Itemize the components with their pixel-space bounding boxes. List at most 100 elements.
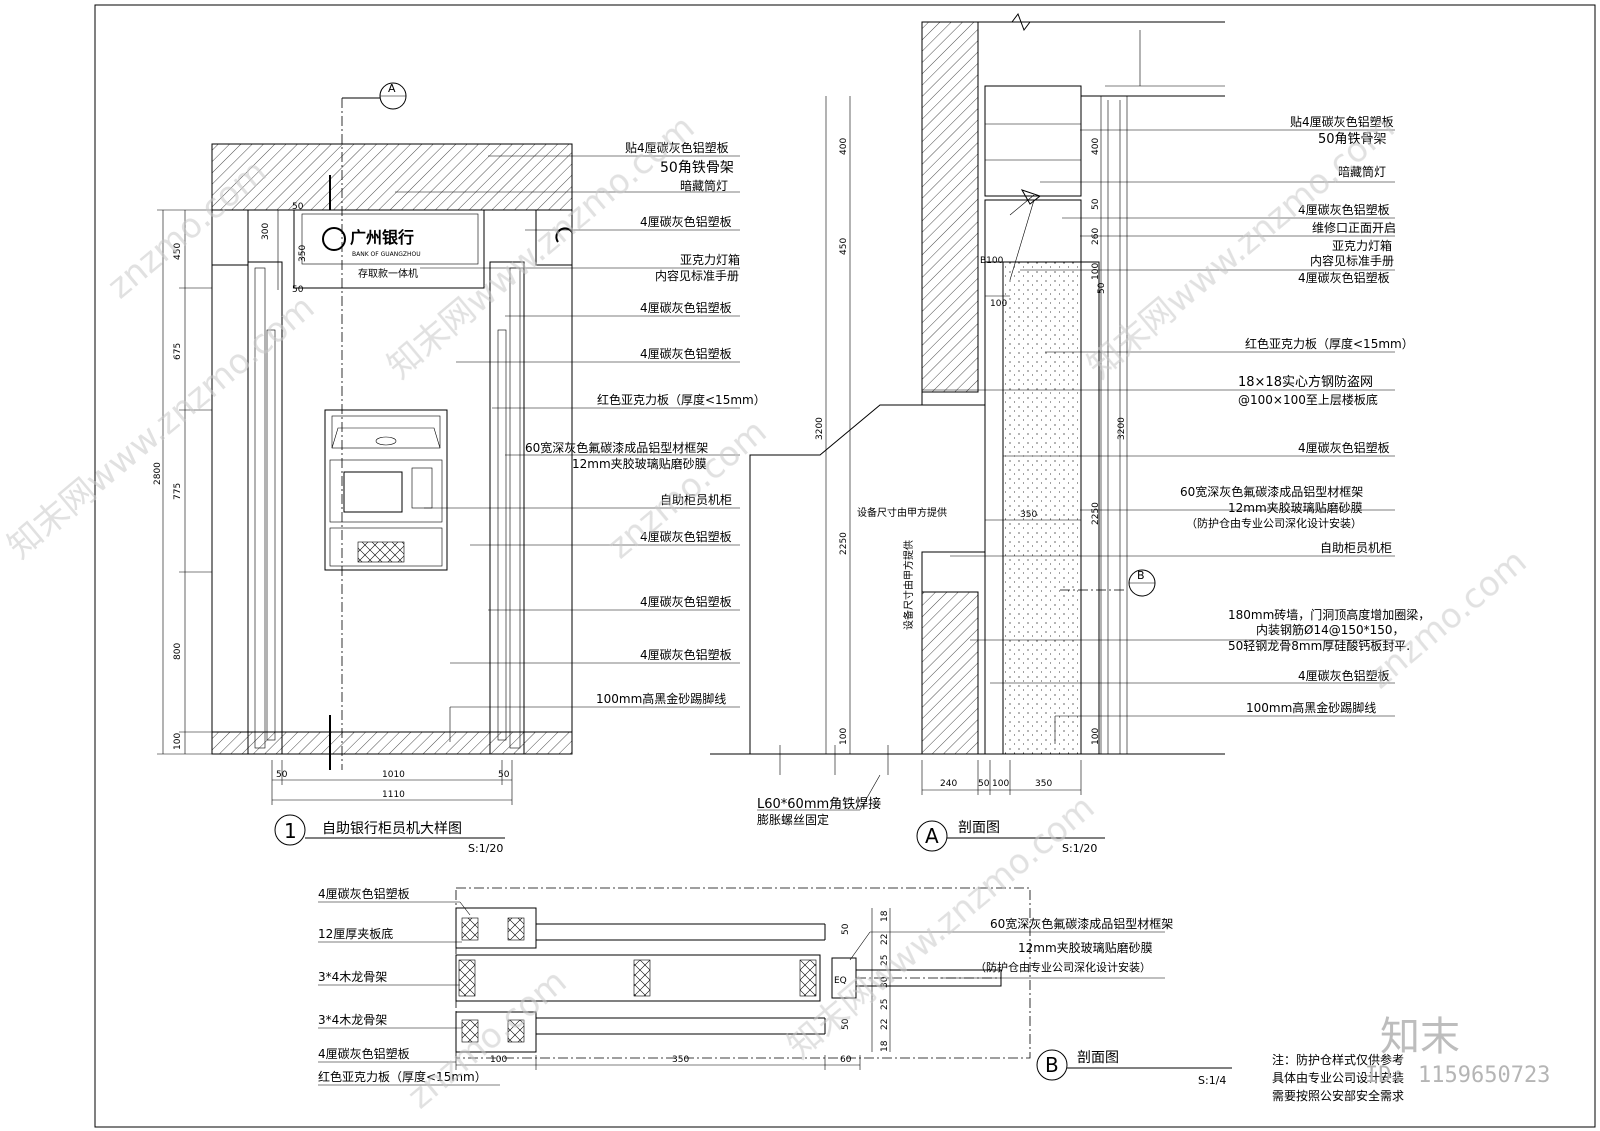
el-label-15: 100mm高黑金砂踢脚线 [596, 691, 726, 706]
b-lower-xbox-1 [461, 1019, 479, 1043]
view-1-number: 1 [284, 819, 297, 843]
b-left-labels: 4厘碳灰色铝塑板 12厘厚夹板底 3*4木龙骨架 3*4木龙骨架 4厘碳灰色铝塑… [318, 886, 487, 1084]
sign-bank-name-en: BANK OF GUANGZHOU [352, 251, 421, 258]
view-a-mark-circle [916, 820, 948, 852]
b-upper-xbox-1 [461, 917, 479, 941]
break-symbol [1011, 12, 1031, 32]
watermark-id: ID: 1159650723 [1365, 1063, 1550, 1088]
svg-text:100: 100 [1091, 263, 1101, 280]
b-side-dims: 50 50 18 22 25 30 25 22 18 [841, 908, 891, 1052]
watermark-2: 知末网www.znzmo.com [0, 287, 322, 566]
sa-label-11: 4厘碳灰色铝塑板 [1298, 440, 1390, 455]
b-bottom-dims: 100 350 60 [455, 1055, 861, 1070]
atm-screen-frame [329, 459, 443, 523]
view-b-title: 剖面图 [1077, 1050, 1119, 1066]
svg-text:50: 50 [498, 770, 510, 780]
atm-keypad-area [329, 527, 443, 567]
light-box [984, 199, 1082, 263]
b-label-1: 12厘厚夹板底 [318, 926, 393, 941]
bolt-note-2: 膨胀螺丝固定 [757, 812, 829, 827]
b-left-leaders [318, 901, 500, 1086]
vertical-note-2: 设备尺寸由甲方提供 [902, 540, 915, 630]
view-b-mark-circle [1036, 1049, 1068, 1081]
b-eq-label: EQ [834, 976, 847, 986]
bank-logo-icon [322, 227, 346, 251]
section-a-marker-label: A [388, 82, 396, 95]
svg-text:B100: B100 [980, 256, 1004, 266]
view-a-mark: A [925, 824, 939, 848]
b-upper-frame [455, 907, 537, 949]
elevation-left-dims: 450 675 775 800 100 2800 [153, 209, 212, 755]
svg-text:800: 800 [173, 643, 183, 660]
svg-text:50: 50 [841, 923, 851, 935]
acrylic-panel [1002, 261, 1082, 755]
b-lower-xbox-2 [507, 1019, 525, 1043]
sa-label-19: 4厘碳灰色铝塑板 [1298, 668, 1390, 683]
el-label-10: 12mm夹胶玻璃贴磨砂膜 [572, 456, 707, 471]
vertical-note-1: 设备尺寸由甲方提供 [857, 506, 947, 519]
section-b-view: EQ 50 50 18 22 25 30 25 22 18 [318, 886, 1232, 1087]
svg-text:450: 450 [839, 238, 849, 255]
atm-recess [921, 551, 985, 592]
svg-text:400: 400 [1091, 138, 1101, 155]
svg-text:30: 30 [880, 976, 890, 988]
atm-camera-icon [375, 436, 397, 446]
svg-text:22: 22 [880, 1019, 890, 1030]
el-label-5: 内容见标准手册 [655, 268, 739, 283]
atm-screen [343, 471, 403, 513]
b-label-0: 4厘碳灰色铝塑板 [318, 886, 410, 901]
svg-text:25: 25 [880, 999, 890, 1010]
sa-label-7: 4厘碳灰色铝塑板 [1298, 270, 1390, 285]
section-b-boundary [455, 887, 1031, 1059]
svg-text:60: 60 [840, 1055, 852, 1065]
sa-label-12: 60宽深灰色氟碳漆成品铝型材框架 [1180, 484, 1363, 499]
svg-text:100: 100 [490, 1055, 507, 1065]
svg-text:50: 50 [841, 1018, 851, 1030]
b-lower-frame [455, 1011, 537, 1053]
note-line-1: 具体由专业公司设计安装 [1272, 1070, 1404, 1085]
svg-text:100: 100 [992, 779, 1009, 789]
sign-bank-name: 广州银行 [350, 228, 414, 247]
atm-top [331, 415, 441, 449]
sa-label-17: 内装钢筋Ø14@150*150， [1256, 622, 1405, 637]
sa-label-8: 红色亚克力板（厚度<15mm） [1245, 336, 1414, 351]
svg-text:25: 25 [880, 955, 890, 966]
section-a-labels: 贴4厘碳灰色铝塑板 50角铁骨架 暗藏筒灯 4厘碳灰色铝塑板 维修口正面开启 亚… [1180, 114, 1430, 715]
svg-text:300: 300 [261, 223, 271, 240]
svg-text:3200: 3200 [815, 417, 825, 440]
svg-text:50: 50 [978, 779, 990, 789]
svg-text:18: 18 [880, 910, 890, 922]
right-column-inner-2 [497, 329, 507, 741]
sa-label-1: 50角铁骨架 [1318, 132, 1387, 147]
sa-label-3: 4厘碳灰色铝塑板 [1298, 202, 1390, 217]
sa-label-16: 180mm砖墙，门洞顶高度增加圈梁， [1228, 607, 1430, 622]
b-mid-xbox-2 [633, 959, 651, 997]
svg-text:50: 50 [1097, 282, 1107, 294]
b-middle-frame [455, 954, 821, 1002]
wall-lower [921, 591, 979, 755]
elevation-leaders [395, 155, 740, 742]
svg-text:2250: 2250 [1091, 502, 1101, 525]
downlight-icon [1020, 189, 1042, 205]
svg-text:350: 350 [1035, 779, 1052, 789]
svg-text:2250: 2250 [839, 532, 849, 555]
el-label-14: 4厘碳灰色铝塑板 [640, 647, 732, 662]
sign-box [293, 209, 485, 289]
svg-text:1010: 1010 [382, 770, 405, 780]
b-mid-xbox-3 [799, 959, 817, 997]
svg-text:22: 22 [880, 934, 890, 945]
bolt-note-1: L60*60mm角铁焊接 [757, 796, 881, 812]
b-rlabel-2: （防护仓由专业公司深化设计安装） [975, 960, 1151, 974]
elevation-labels: 贴4厘碳灰色铝塑板 50角铁骨架 暗藏筒灯 4厘碳灰色铝塑板 亚克力灯箱 内容见… [525, 140, 766, 706]
view-a-scale: S:1/20 [1062, 842, 1097, 855]
el-label-0: 贴4厘碳灰色铝塑板 [625, 140, 729, 155]
svg-text:400: 400 [839, 138, 849, 155]
sign-inner [301, 213, 479, 265]
sa-label-2: 暗藏筒灯 [1338, 164, 1386, 179]
b-right-leaders [849, 931, 1165, 979]
el-label-11: 自助柜员机柜 [660, 493, 732, 507]
svg-text:2800: 2800 [153, 462, 163, 485]
b-upper-xbox-2 [507, 917, 525, 941]
b-rlabel-0: 60宽深灰色氟碳漆成品铝型材框架 [990, 916, 1173, 931]
sa-label-9: 18×18实心方钢防盗网 [1238, 374, 1373, 390]
